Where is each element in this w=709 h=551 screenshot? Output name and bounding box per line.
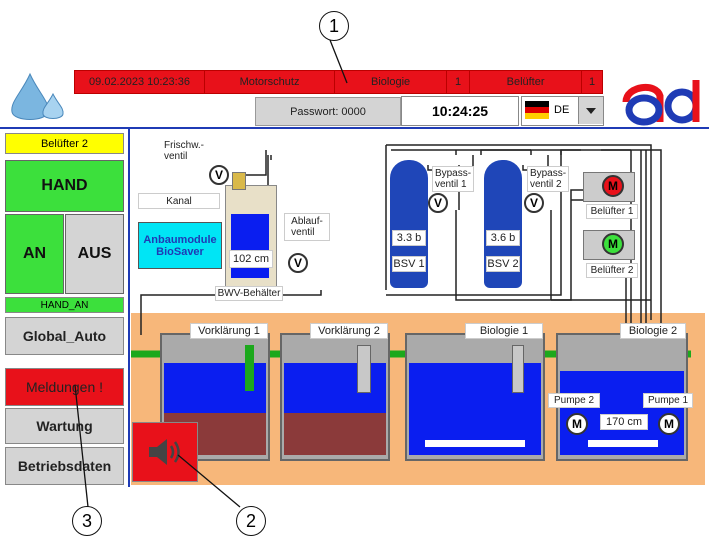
alarm-device: Belüfter: [470, 71, 583, 93]
ablauf-valve-icon[interactable]: V: [288, 253, 308, 273]
alarm-bar[interactable]: 09.02.2023 10:23:36 Motorschutz Biologie…: [74, 70, 603, 94]
bypass1-label: Bypass- ventil 1: [432, 166, 474, 192]
vorklarung1-label: Vorklärung 1: [190, 323, 268, 339]
callout-1: 1: [319, 11, 349, 41]
sidebar-divider: [128, 127, 130, 487]
german-flag-icon: [525, 101, 549, 119]
pump1-motor-icon[interactable]: M: [658, 413, 680, 435]
bsv2-label: BSV 2: [486, 256, 520, 272]
active-device-label: Belüfter 2: [5, 133, 124, 154]
hand-button[interactable]: HAND: [5, 160, 124, 212]
clock: 10:24:25: [401, 96, 519, 126]
vorklarung2-baffle: [357, 345, 371, 393]
alarm-num2: 1: [589, 76, 596, 88]
frischwasser-label: Frischw.- ventil: [160, 138, 208, 164]
biologie2-tank: [556, 333, 688, 461]
meldungen-button[interactable]: Meldungen !: [5, 368, 124, 406]
belufter2-motor-icon[interactable]: M: [602, 233, 624, 255]
language-label: DE: [554, 104, 570, 116]
pump1-label: Pumpe 1: [643, 393, 693, 408]
mode-status: HAND_AN: [5, 297, 124, 313]
header-divider: [0, 127, 709, 129]
an-button[interactable]: AN: [5, 214, 64, 294]
language-select[interactable]: DE: [521, 96, 604, 126]
aus-button[interactable]: AUS: [65, 214, 124, 294]
kanal-label: Kanal: [138, 193, 220, 209]
bwv-level: 102 cm: [229, 250, 273, 268]
ad-logo: [622, 80, 700, 126]
bypass2-label: Bypass- ventil 2: [527, 166, 569, 192]
water-drops-logo: [11, 72, 64, 120]
biologie2-level: 170 cm: [600, 414, 648, 430]
biosaver-module[interactable]: Anbaumodule BioSaver: [138, 222, 222, 269]
bwv-label: BWV-Behälter: [215, 286, 283, 301]
biologie1-label: Biologie 1: [465, 323, 543, 339]
bsv1-label: BSV 1: [392, 256, 426, 272]
password-button[interactable]: Passwort: 0000: [255, 97, 401, 126]
global-auto-button[interactable]: Global_Auto: [5, 317, 124, 355]
speaker-button[interactable]: [132, 422, 198, 482]
frischwasser-valve-icon[interactable]: V: [209, 165, 229, 185]
bypass1-valve-icon[interactable]: V: [428, 193, 448, 213]
callout-3: 3: [72, 506, 102, 536]
ablauf-label: Ablauf- ventil: [284, 213, 330, 241]
bsv2-pressure: 3.6 b: [486, 230, 520, 246]
frischwasser-valve-body: [232, 172, 246, 190]
bsv1-pressure: 3.3 b: [392, 230, 426, 246]
betriebsdaten-button[interactable]: Betriebsdaten: [5, 447, 124, 485]
pump2-label: Pumpe 2: [548, 393, 600, 408]
pump2-motor-icon[interactable]: M: [566, 413, 588, 435]
vorklarung1-pipe: [245, 345, 254, 391]
biologie1-baffle: [512, 345, 524, 393]
bypass2-valve-icon[interactable]: V: [524, 193, 544, 213]
belufter1-motor-icon[interactable]: M: [602, 175, 624, 197]
belufter2-label: Belüfter 2: [586, 263, 638, 278]
vorklarung2-label: Vorklärung 2: [310, 323, 388, 339]
speaker-icon: [149, 439, 180, 465]
alarm-message: Motorschutz: [205, 71, 336, 93]
alarm-datetime: 09.02.2023 10:23:36: [75, 71, 206, 93]
wartung-button[interactable]: Wartung: [5, 408, 124, 444]
biologie2-label: Biologie 2: [620, 323, 686, 339]
callout-2: 2: [236, 506, 266, 536]
alarm-area: Biologie: [335, 71, 448, 93]
dropdown-arrow-icon[interactable]: [578, 97, 603, 124]
alarm-num1: 1: [447, 71, 470, 93]
belufter1-label: Belüfter 1: [586, 204, 638, 219]
